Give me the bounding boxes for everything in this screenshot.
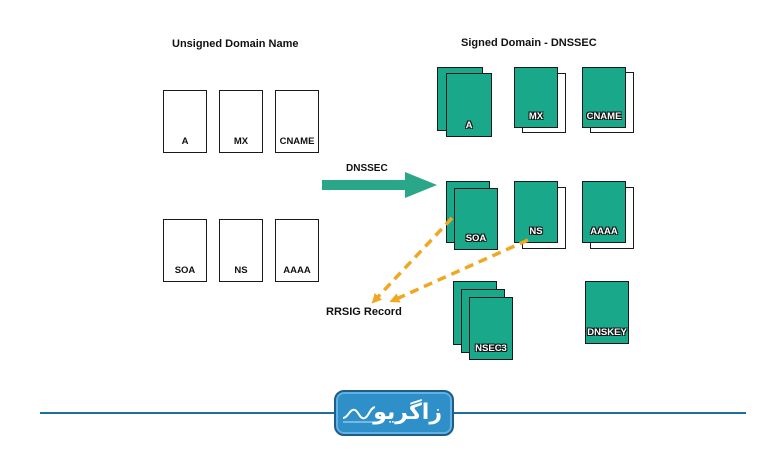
- record-label: A: [181, 136, 189, 147]
- dnssec-arrow-label: DNSSEC: [346, 163, 388, 174]
- unsigned-record-soa: SOA: [163, 219, 207, 282]
- record-label: MX: [233, 136, 249, 147]
- unsigned-record-aaaa: AAAA: [275, 219, 319, 282]
- record-label: DNSKEY: [587, 327, 627, 338]
- logo-wave-icon: [342, 406, 378, 423]
- signed-record-soa: SOA: [454, 188, 498, 250]
- record-label: A: [465, 120, 473, 131]
- dnssec-arrow: [322, 172, 437, 198]
- footer-rule-left: [40, 412, 336, 414]
- brand-logo: زاگریو: [334, 390, 454, 436]
- unsigned-record-a: A: [163, 90, 207, 153]
- record-label: MX: [528, 111, 544, 122]
- unsigned-record-cname: CNAME: [275, 90, 319, 153]
- record-label: NSEC3: [475, 343, 507, 354]
- record-label: AAAA: [283, 265, 311, 276]
- signed-record-nsec3: NSEC3: [469, 297, 513, 360]
- record-label: NS: [529, 226, 543, 237]
- signed-record-cname: CNAME: [582, 67, 626, 128]
- signed-record-dnskey: DNSKEY: [585, 281, 629, 344]
- rrsig-record-label: RRSIG Record: [326, 306, 402, 318]
- logo-text: زاگریو: [373, 400, 442, 425]
- signed-record-mx: MX: [514, 67, 558, 128]
- rrsig-arrow-from-soa: [371, 216, 454, 304]
- unsigned-record-mx: MX: [219, 90, 263, 153]
- record-label: CNAME: [586, 111, 622, 122]
- signed-record-ns: NS: [514, 181, 558, 243]
- unsigned-domain-title: Unsigned Domain Name: [172, 38, 299, 50]
- record-label: SOA: [465, 233, 487, 244]
- signed-record-a: A: [446, 73, 492, 137]
- record-label: SOA: [174, 265, 196, 276]
- signed-domain-title: Signed Domain - DNSSEC: [461, 37, 597, 49]
- signed-record-aaaa: AAAA: [582, 181, 626, 243]
- unsigned-record-ns: NS: [219, 219, 263, 282]
- record-label: CNAME: [279, 136, 315, 147]
- record-label: AAAA: [590, 226, 618, 237]
- footer-rule-right: [452, 412, 746, 414]
- rrsig-arrow-from-ns: [389, 238, 529, 303]
- record-label: NS: [234, 265, 248, 276]
